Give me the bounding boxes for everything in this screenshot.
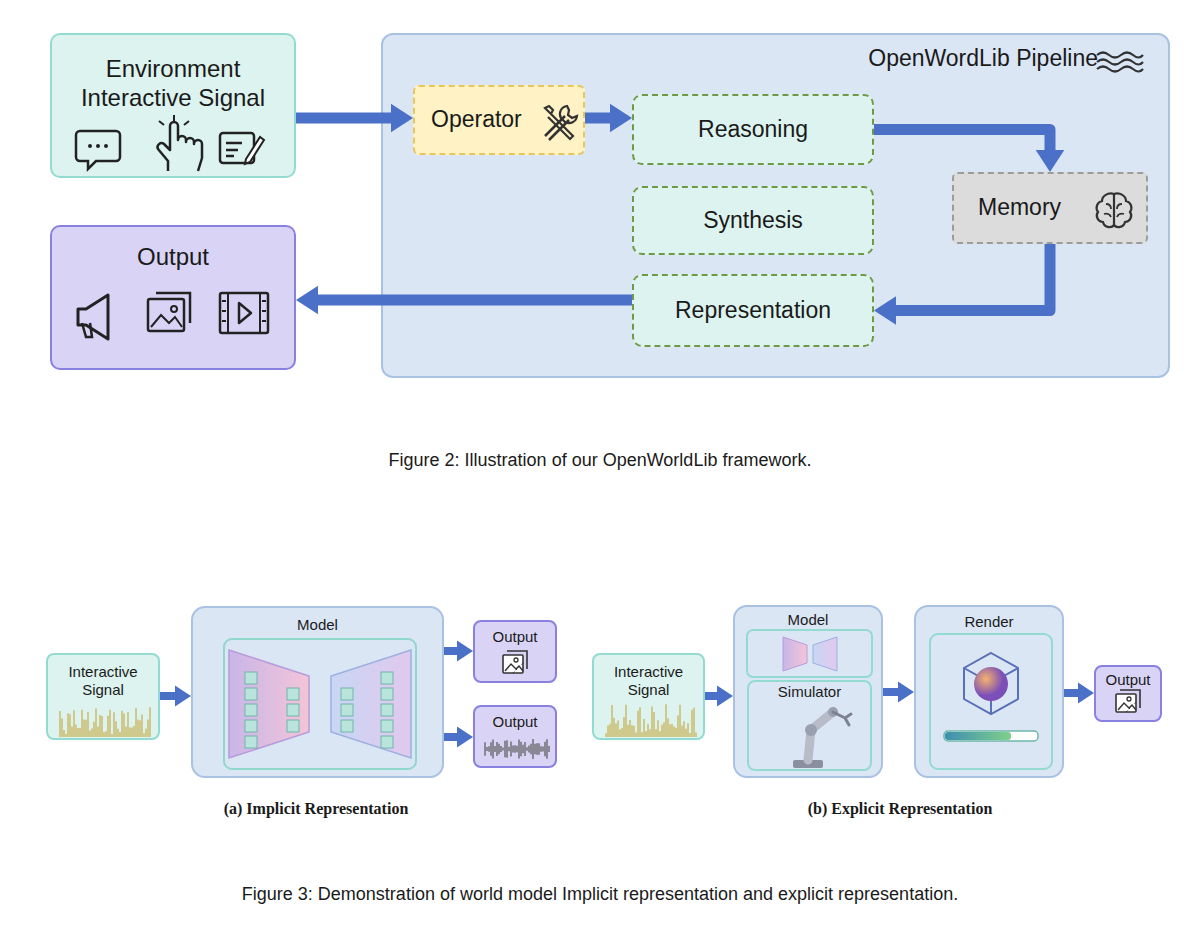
node-text: Output: [492, 628, 537, 646]
flow-arrow: [585, 104, 632, 133]
figure-caption: Figure 3: Demonstration of world model I…: [242, 884, 958, 905]
flow-arrow: [444, 727, 473, 748]
module-box: Synthesis: [632, 186, 874, 255]
signal-box: Interactive Signal: [46, 653, 160, 740]
node-text: Model: [788, 611, 829, 629]
node-text: Output: [492, 713, 537, 731]
simulator-box: Simulator: [747, 680, 872, 771]
node-text: OpenWordLib Pipeline: [868, 45, 1098, 73]
input-box: Environment Interactive Signal: [50, 33, 296, 178]
output-box: Output: [473, 705, 557, 768]
node-text: Model: [297, 616, 338, 634]
flow-arrow: [874, 130, 1064, 173]
node-text: Output: [1105, 671, 1150, 689]
node-text: Synthesis: [703, 207, 803, 235]
flow-arrow: [444, 641, 473, 662]
node-text: Operator: [431, 106, 522, 134]
node-text: Interactive Signal: [600, 663, 697, 699]
operator-box: Operator: [413, 85, 585, 155]
module-box: Reasoning: [632, 94, 874, 165]
flow-arrow: [883, 682, 914, 703]
output-box: Output: [50, 225, 296, 370]
figure-caption: Figure 2: Illustration of our OpenWorldL…: [389, 450, 812, 471]
output-box: Output: [473, 620, 557, 683]
node-text: Memory: [978, 194, 1061, 222]
memory-box: Memory: [952, 172, 1148, 244]
flow-arrow: [705, 686, 733, 707]
node-text: Environment Interactive Signal: [58, 55, 288, 113]
model-panel: Model: [191, 606, 444, 778]
flow-arrow: [874, 244, 1050, 325]
node-text: Render: [964, 613, 1013, 631]
flow-arrow: [160, 686, 191, 707]
output-box: Output: [1094, 665, 1162, 722]
flow-arrow: [296, 286, 632, 315]
model-panel: ModelSimulator: [733, 605, 883, 778]
node-text: Output: [137, 243, 209, 272]
node-text: Interactive Signal: [54, 663, 152, 699]
signal-box: Interactive Signal: [592, 653, 705, 740]
node-text: Reasoning: [698, 116, 808, 144]
render-panel: Render: [914, 605, 1064, 778]
subfigure-label: (b) Explicit Representation: [808, 800, 993, 818]
subfigure-label: (a) Implicit Representation: [224, 800, 409, 818]
pipeline-panel: OpenWordLib PipelineOperator ReasoningSyn…: [381, 33, 1170, 378]
node-text: Representation: [675, 297, 831, 325]
flow-arrow: [296, 104, 413, 133]
module-box: Representation: [632, 274, 874, 347]
flow-arrow: [1064, 683, 1094, 704]
node-text: Simulator: [778, 683, 841, 701]
